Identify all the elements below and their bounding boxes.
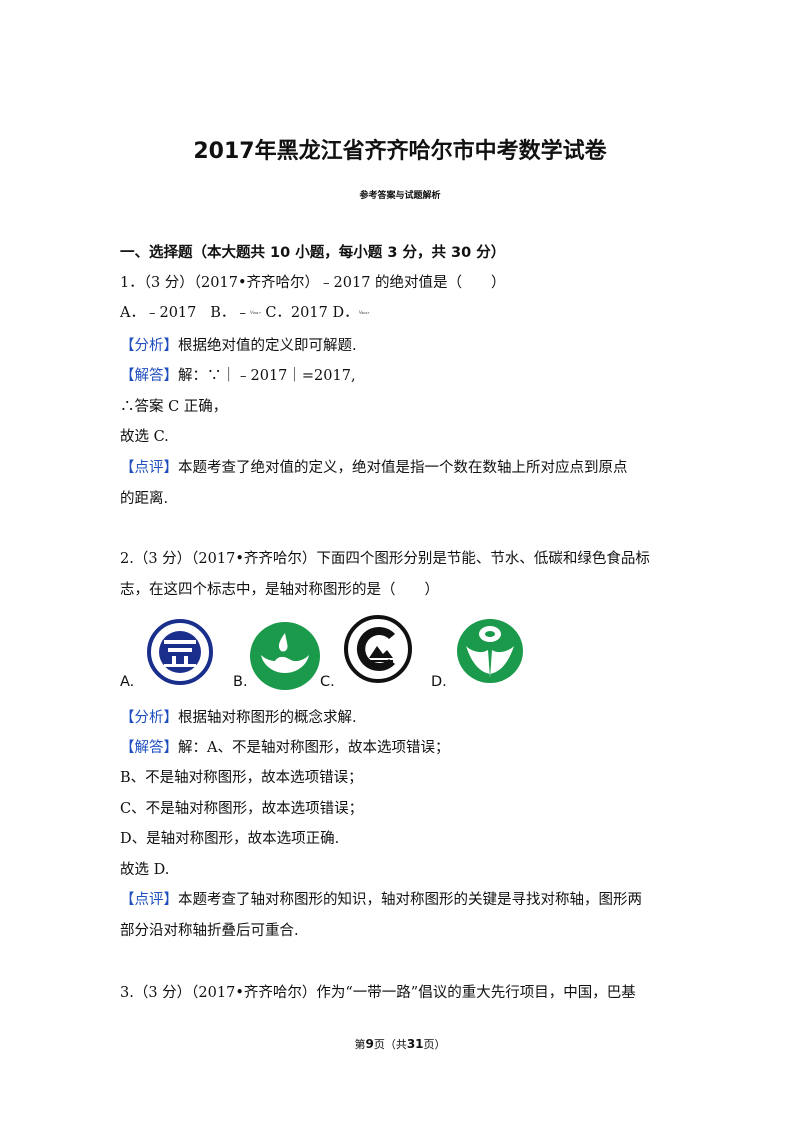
solution-tag: 【解答】 [120,740,178,756]
q1-step2: ∴答案 C 正确， [120,399,228,415]
q1-option-a: A．﹣2017 [120,305,197,321]
q2-label-d: D. [431,674,447,690]
q1-option-d-fraction: ¹⁄₂₀₁₇ [358,310,370,316]
page-footer: 第9页（共31页） [0,1036,800,1052]
footer-total-pages: 31 [406,1037,424,1051]
review-tag: 【点评】 [120,892,178,908]
review-tag: 【点评】 [120,460,178,476]
footer-suffix: 页） [423,1038,446,1051]
q2-line-b: B、不是轴对称图形，故本选项错误； [120,770,363,786]
q1-choice: 故选 C. [120,429,169,445]
q1-review-text-1: 本题考查了绝对值的定义，绝对值是指一个数在数轴上所对应点到原点 [178,460,628,476]
q2-label-a: A. [120,674,135,690]
q1-analysis-text: 根据绝对值的定义即可解题. [178,338,357,354]
q1-stem: 1．（3 分）（2017•齐齐哈尔）﹣2017 的绝对值是（ ） [120,275,506,291]
q1-option-c: C．2017 [265,305,328,321]
q1-option-b-fraction: ¹⁄₂₀₁₇ [249,310,261,316]
q1-review: 【点评】本题考查了绝对值的定义，绝对值是指一个数在数轴上所对应点到原点 [120,458,628,478]
q2-line-c: C、不是轴对称图形，故本选项错误； [120,801,364,817]
page-subtitle: 参考答案与试题解析 [359,191,441,201]
q2-label-c: C. [320,674,335,690]
q2-analysis: 【分析】根据轴对称图形的概念求解. [120,708,357,728]
low-carbon-logo-icon [344,615,412,683]
q1-option-d: D． [332,305,359,321]
analysis-tag: 【分析】 [120,710,178,726]
page-title: 2017年黑龙江省齐齐哈尔市中考数学试卷 [193,139,607,164]
footer-page-number: 9 [365,1037,374,1051]
green-food-logo-icon [457,619,523,683]
energy-saving-logo-icon [147,619,213,685]
q2-review: 【点评】本题考查了轴对称图形的知识，轴对称图形的关键是寻找对称轴，图形两 [120,890,642,910]
q1-analysis: 【分析】根据绝对值的定义即可解题. [120,336,357,356]
q2-choice: 故选 D. [120,862,170,878]
q2-review-2: 部分沿对称轴折叠后可重合. [120,923,299,939]
solution-tag: 【解答】 [120,368,178,384]
q1-review-2: 的距离. [120,491,169,507]
q2-analysis-text: 根据轴对称图形的概念求解. [178,710,357,726]
q1-solution-text: 解：∵｜﹣2017｜=2017, [178,368,356,384]
q1-options: A．﹣2017 B．﹣¹⁄₂₀₁₇ C．2017 D．¹⁄₂₀₁₇ [120,303,369,323]
q2-label-b: B. [233,674,248,690]
water-saving-logo-icon [250,622,320,690]
q2-stem-2: 志，在这四个标志中，是轴对称图形的是（ ） [120,582,439,598]
q2-line-d: D、是轴对称图形，故本选项正确. [120,831,340,847]
analysis-tag: 【分析】 [120,338,178,354]
q3-stem-1: 3.（3 分）（2017•齐齐哈尔）作为“一带一路”倡议的重大先行项目，中国，巴… [120,985,636,1001]
q2-solution-text: 解：A、不是轴对称图形，故本选项错误； [178,740,450,756]
q2-review-text-1: 本题考查了轴对称图形的知识，轴对称图形的关键是寻找对称轴，图形两 [178,892,642,908]
q2-solution: 【解答】解：A、不是轴对称图形，故本选项错误； [120,738,449,758]
q2-stem-1: 2.（3 分）（2017•齐齐哈尔）下面四个图形分别是节能、节水、低碳和绿色食品… [120,551,650,567]
footer-prefix: 第 [354,1038,366,1051]
q1-solution: 【解答】解：∵｜﹣2017｜=2017, [120,366,356,386]
q1-option-b: B．﹣ [210,305,250,321]
footer-middle: 页（共 [373,1038,407,1051]
section-heading: 一、选择题（本大题共 10 小题，每小题 3 分，共 30 分） [120,245,506,261]
